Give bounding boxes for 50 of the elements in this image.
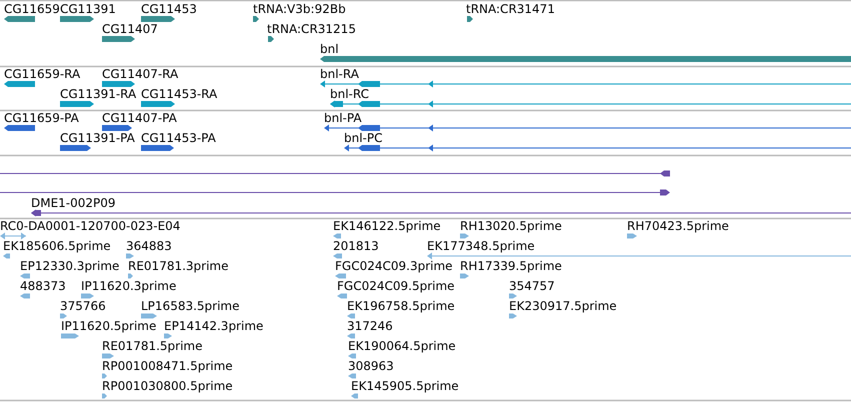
- feature-label: FGC024C09.3prime: [335, 259, 453, 273]
- feature-label: EP14142.3prime: [164, 319, 264, 333]
- feature-label: CG11659: [4, 2, 60, 16]
- feature-label: 308963: [348, 359, 394, 373]
- feature-label: EK146122.5prime: [333, 219, 441, 233]
- feature-label: CG11407-RA: [102, 67, 178, 81]
- feature-label: bnl-PA: [324, 111, 362, 125]
- feature-label: CG11391-PA: [60, 131, 135, 145]
- feature-label: CG11453-RA: [141, 87, 218, 101]
- feature-label: EK190064.5prime: [348, 339, 456, 353]
- feature-label: CG11659-PA: [4, 111, 79, 125]
- feature-label: bnl-PC: [344, 131, 383, 145]
- feature-label: DME1-002P09: [31, 196, 116, 210]
- feature-label: bnl-RA: [320, 67, 359, 81]
- feature-label: 364883: [126, 239, 172, 253]
- feature-label: RH70423.5prime: [627, 219, 729, 233]
- feature-label: CG11407: [102, 22, 158, 36]
- feature-label: CG11391: [60, 2, 116, 16]
- feature-label: 201813: [333, 239, 379, 253]
- feature-label: CG11407-PA: [102, 111, 177, 125]
- feature-label: EK145905.5prime: [351, 379, 459, 393]
- feature-label: IP11620.3prime: [81, 279, 176, 293]
- feature-label: CG11391-RA: [60, 87, 136, 101]
- feature-label: IP11620.5prime: [61, 319, 156, 333]
- feature-label: tRNA:CR31471: [466, 2, 555, 16]
- feature-label: EP12330.3prime: [20, 259, 120, 273]
- feature-label: EK185606.5prime: [3, 239, 111, 253]
- feature-label: bnl-RC: [330, 87, 370, 101]
- feature-label: 354757: [509, 279, 555, 293]
- feature-label: 375766: [60, 299, 106, 313]
- feature-label: CG11453-PA: [141, 131, 216, 145]
- feature-label: CG11453: [141, 2, 197, 16]
- feature-label: bnl: [320, 42, 339, 56]
- feature-label: LP16583.5prime: [141, 299, 240, 313]
- feature-label: EK230917.5prime: [509, 299, 617, 313]
- feature-label: 317246: [347, 319, 393, 333]
- feature-label: tRNA:V3b:92Bb: [253, 2, 346, 16]
- feature-label: RP001030800.5prime: [102, 379, 233, 393]
- feature-label: EK177348.5prime: [427, 239, 535, 253]
- feature-label: FGC024C09.5prime: [337, 279, 455, 293]
- feature-label: RP001008471.5prime: [102, 359, 233, 373]
- feature-label: RH17339.5prime: [460, 259, 562, 273]
- feature-label: RC0-DA0001-120700-023-E04: [0, 219, 180, 233]
- feature-label: RE01781.3prime: [128, 259, 228, 273]
- feature-label: 488373: [20, 279, 66, 293]
- feature-label: tRNA:CR31215: [267, 22, 356, 36]
- feature-label: RH13020.5prime: [460, 219, 562, 233]
- feature-label: RE01781.5prime: [102, 339, 202, 353]
- feature-label: EK196758.5prime: [347, 299, 455, 313]
- feature-label: CG11659-RA: [4, 67, 80, 81]
